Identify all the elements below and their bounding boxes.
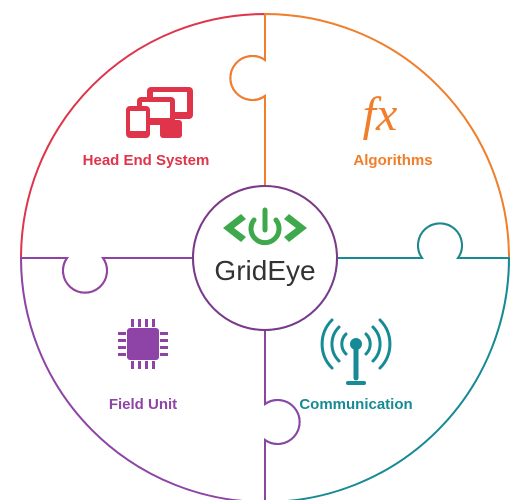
devices-icon <box>126 87 193 138</box>
quadrant-field-unit <box>19 257 301 500</box>
antenna-icon <box>320 318 392 385</box>
power-eye-icon <box>223 207 307 246</box>
quadrant-label-field-unit: Field Unit <box>109 396 177 413</box>
quadrant-label-head-end-system: Head End System <box>83 152 210 169</box>
chip-icon <box>118 319 168 369</box>
quadrant-label-algorithms: Algorithms <box>353 152 432 169</box>
center-circle <box>192 185 338 331</box>
fx-icon: fx <box>363 88 398 141</box>
center-label: GridEye <box>214 255 315 286</box>
quadrant-label-communication: Communication <box>299 396 412 413</box>
